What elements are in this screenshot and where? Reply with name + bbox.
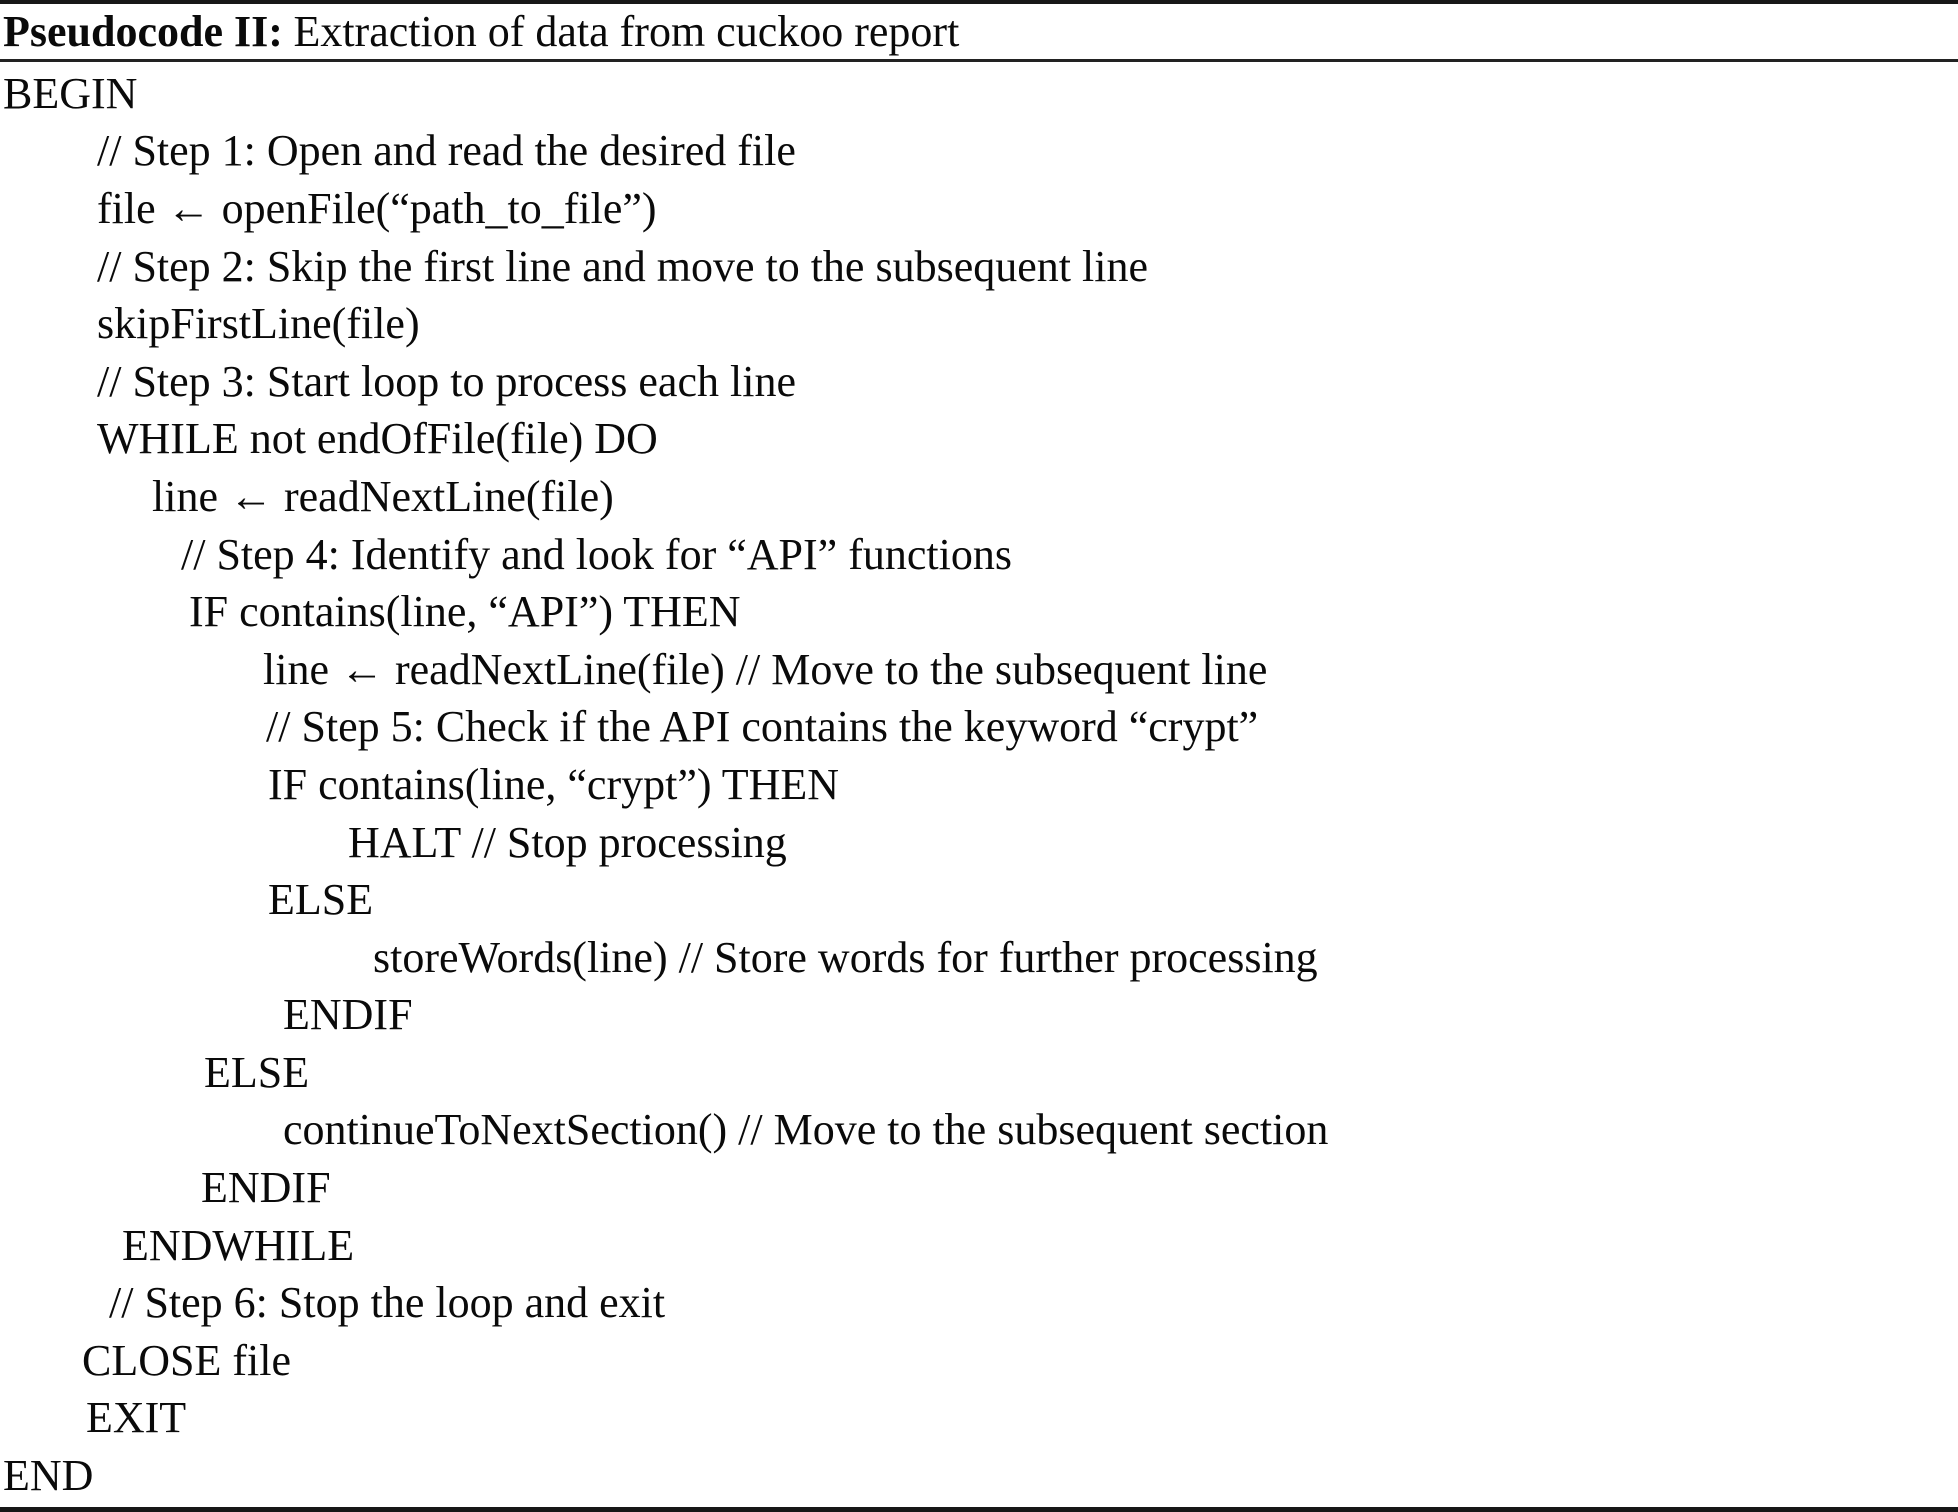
pseudocode-line: // Step 1: Open and read the desired fil… bbox=[97, 126, 796, 176]
pseudocode-line: line ← readNextLine(file) bbox=[152, 471, 614, 521]
pseudocode-line: EXIT bbox=[86, 1393, 187, 1443]
pseudocode-line: HALT // Stop processing bbox=[348, 817, 787, 867]
pseudocode-line: file ← openFile(“path_to_file”) bbox=[97, 183, 657, 233]
pseudocode-line: // Step 2: Skip the first line and move … bbox=[97, 241, 1148, 291]
pseudocode-line: ELSE bbox=[204, 1047, 310, 1097]
pseudocode-line: CLOSE file bbox=[82, 1335, 291, 1385]
pseudocode-line: // Step 6: Stop the loop and exit bbox=[109, 1278, 666, 1328]
pseudocode-line: storeWords(line) // Store words for furt… bbox=[373, 932, 1318, 982]
listing-caption-title: Extraction of data from cuckoo report bbox=[293, 6, 960, 56]
pseudocode-line: IF contains(line, “crypt”) THEN bbox=[268, 759, 840, 809]
pseudocode-line: WHILE not endOfFile(file) DO bbox=[97, 414, 658, 464]
pseudocode-line: continueToNextSection() // Move to the s… bbox=[283, 1105, 1329, 1155]
pseudocode-line: // Step 3: Start loop to process each li… bbox=[97, 356, 796, 406]
pseudocode-line: line ← readNextLine(file) // Move to the… bbox=[263, 644, 1268, 694]
pseudocode-line: BEGIN bbox=[3, 68, 138, 118]
pseudocode-line: ELSE bbox=[268, 875, 374, 925]
pseudocode-line: ENDWHILE bbox=[122, 1220, 355, 1270]
pseudocode-body: BEGIN // Step 1: Open and read the desire… bbox=[0, 62, 1958, 1505]
pseudocode-line: END bbox=[3, 1451, 94, 1501]
listing-caption-label: Pseudocode II: bbox=[3, 6, 283, 56]
pseudocode-line: ENDIF bbox=[201, 1163, 331, 1213]
pseudocode-line: skipFirstLine(file) bbox=[97, 299, 420, 349]
pseudocode-line: // Step 5: Check if the API contains the… bbox=[266, 702, 1259, 752]
pseudocode-line: ENDIF bbox=[283, 990, 413, 1040]
pseudocode-line: // Step 4: Identify and look for “API” f… bbox=[181, 529, 1012, 579]
listing-caption: Pseudocode II:Extraction of data from cu… bbox=[0, 4, 1958, 62]
pseudocode-line: IF contains(line, “API”) THEN bbox=[189, 587, 741, 637]
